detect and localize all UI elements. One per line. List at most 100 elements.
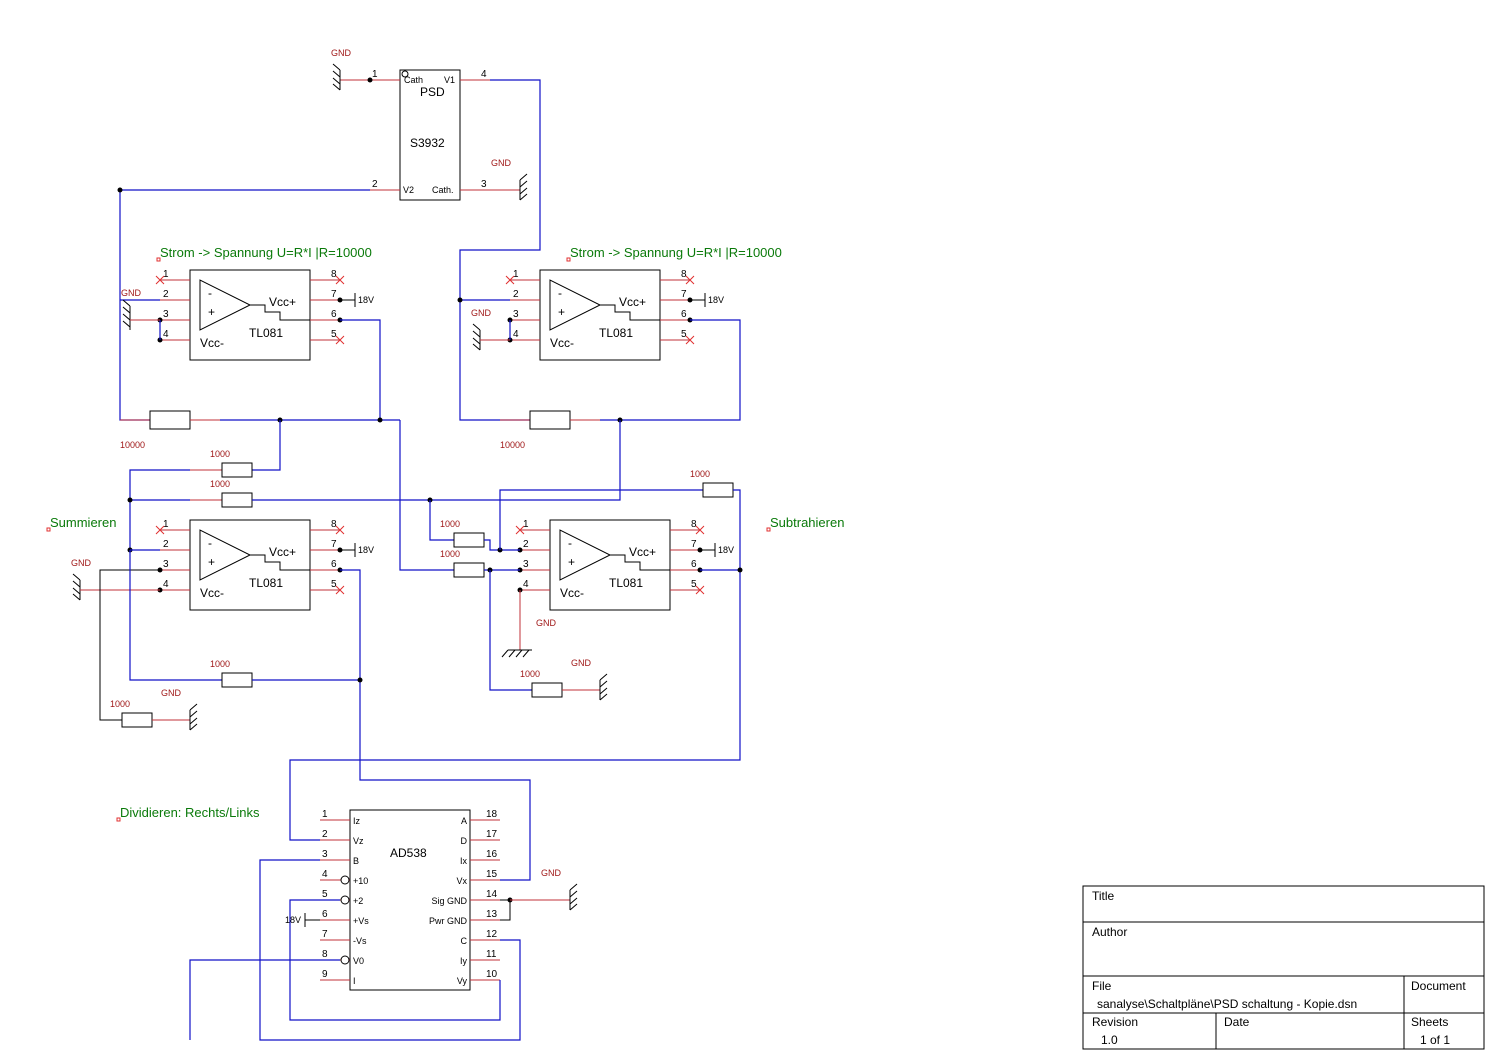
- resistor[interactable]: 1000: [440, 549, 485, 578]
- ad538-pin-name: Pwr GND: [429, 916, 468, 926]
- gnd-label: GND: [121, 288, 142, 298]
- svg-text:TL081: TL081: [609, 576, 643, 590]
- ad538-pin-name: Sig GND: [431, 896, 467, 906]
- resistor[interactable]: 1000: [190, 479, 253, 508]
- file-label: File: [1092, 979, 1112, 993]
- svg-text:5: 5: [331, 579, 337, 590]
- ad538-pin-bubble: [340, 875, 350, 885]
- svg-text:7: 7: [681, 289, 687, 300]
- svg-text:2: 2: [163, 539, 169, 550]
- svg-text:Vcc-: Vcc-: [550, 336, 574, 350]
- note-dividieren: Dividieren: Rechts/Links: [120, 805, 260, 820]
- date-label: Date: [1224, 1015, 1250, 1029]
- svg-text:4: 4: [163, 329, 169, 340]
- author-label: Author: [1092, 925, 1127, 939]
- note-summieren: Summieren: [50, 515, 116, 530]
- svg-text:1000: 1000: [210, 479, 230, 489]
- svg-text:Vcc+: Vcc+: [269, 295, 296, 309]
- svg-text:1000: 1000: [440, 519, 460, 529]
- revision-label: Revision: [1092, 1015, 1138, 1029]
- gnd-label: GND: [491, 158, 512, 168]
- svg-text:TL081: TL081: [249, 326, 283, 340]
- ad538-pin-number: 14: [486, 889, 498, 900]
- svg-text:6: 6: [331, 559, 337, 570]
- resistor[interactable]: 1000: [520, 669, 600, 698]
- svg-text:18V: 18V: [358, 295, 374, 305]
- svg-text:Vcc-: Vcc-: [200, 586, 224, 600]
- svg-text:1000: 1000: [210, 449, 230, 459]
- ad538-pin-number: 8: [322, 949, 328, 960]
- ad538-pin-number: 9: [322, 969, 328, 980]
- svg-text:3: 3: [163, 559, 169, 570]
- gnd-symbol: GND: [541, 868, 578, 911]
- resistor[interactable]: 10000: [120, 410, 220, 450]
- svg-text:Vcc-: Vcc-: [200, 336, 224, 350]
- file-value: sanalyse\Schaltpläne\PSD schaltung - Kop…: [1097, 997, 1357, 1011]
- gnd-label: GND: [161, 688, 182, 698]
- svg-text:Vcc+: Vcc+: [619, 295, 646, 309]
- sheets-label: Sheets: [1411, 1015, 1448, 1029]
- ad538-pins: 1Iz2Vz3B4+105+26+Vs7-Vs8V09I18A17D16Ix15…: [320, 809, 500, 986]
- resistor[interactable]: 10000: [500, 410, 600, 450]
- svg-text:4: 4: [513, 329, 519, 340]
- gnd-symbol: GND: [71, 558, 160, 601]
- gnd-symbol: GND: [571, 658, 608, 701]
- psd-pin3-num: 3: [481, 179, 487, 190]
- svg-text:TL081: TL081: [249, 576, 283, 590]
- resistor[interactable]: 1000: [690, 469, 734, 498]
- ad538-component[interactable]: AD538 1Iz2Vz3B4+105+26+Vs7-Vs8V09I18A17D…: [320, 809, 500, 991]
- resistor[interactable]: 1000: [440, 519, 485, 548]
- resistor[interactable]: 1000: [190, 449, 253, 478]
- gnd-label: GND: [541, 868, 562, 878]
- resistor[interactable]: 1000: [210, 659, 253, 688]
- svg-text:1000: 1000: [440, 549, 460, 559]
- psd-pin1-num: 1: [372, 69, 378, 80]
- opamp-u3[interactable]: - + Vcc+ TL081 Vcc- 1 2 3 4 8 7 6 5 18V: [127, 519, 375, 611]
- opamp-u4[interactable]: - + Vcc+ TL081 Vcc- 1 2 3 4 8 7 6 5 18V: [515, 519, 734, 611]
- ad538-pin-name: +Vs: [353, 916, 369, 926]
- svg-text:1: 1: [163, 269, 169, 280]
- svg-text:-: -: [208, 536, 212, 550]
- gnd-label: GND: [471, 308, 492, 318]
- title-block: Title Author File sanalyse\Schaltpläne\P…: [1082, 885, 1485, 1050]
- resistor[interactable]: 1000: [110, 699, 190, 728]
- revision-value: 1.0: [1101, 1033, 1118, 1047]
- ad538-pin-number: 16: [486, 849, 498, 860]
- psd-pin-cath1-label: Cath: [404, 75, 423, 85]
- title-label: Title: [1092, 889, 1115, 903]
- gnd-symbol: GND: [491, 158, 528, 201]
- psd-component[interactable]: Cath V1 PSD S3932 V2 Cath. 1 4 2 3: [340, 69, 520, 201]
- psd-pin2-num: 2: [372, 179, 378, 190]
- ad538-pin-name: Iz: [353, 816, 361, 826]
- ad538-pin-name: Vz: [353, 836, 364, 846]
- svg-text:5: 5: [331, 329, 337, 340]
- opamp-u1[interactable]: - + Vcc+ TL081 Vcc- 1 2 3 4 8 7 6 5 18V: [155, 269, 374, 361]
- ad538-pin-name: B: [353, 856, 359, 866]
- sheets-value: 1 of 1: [1420, 1033, 1450, 1047]
- gnd-label: GND: [331, 48, 352, 58]
- note-strom-left: Strom -> Spannung U=R*I |R=10000: [160, 245, 372, 260]
- svg-text:8: 8: [331, 519, 337, 530]
- psd-pin4-num: 4: [481, 69, 487, 80]
- svg-text:Vcc-: Vcc-: [560, 586, 584, 600]
- ad538-pin-name: Vx: [456, 876, 467, 886]
- svg-text:1: 1: [513, 269, 519, 280]
- svg-text:-: -: [208, 286, 212, 300]
- svg-text:18V: 18V: [285, 915, 301, 925]
- ad538-pin-name: Vy: [457, 976, 468, 986]
- ad538-pin-name: -Vs: [353, 936, 367, 946]
- psd-pin-v2-label: V2: [403, 185, 414, 195]
- ad538-pin-bubble: [340, 955, 350, 965]
- ad538-pin-name: D: [461, 836, 468, 846]
- svg-text:Vcc+: Vcc+: [629, 545, 656, 559]
- ad538-pin-number: 3: [322, 849, 328, 860]
- ad538-pin-number: 4: [322, 869, 328, 880]
- ad538-pin-name: A: [461, 816, 467, 826]
- svg-text:4: 4: [523, 579, 529, 590]
- svg-text:3: 3: [513, 309, 519, 320]
- svg-text:6: 6: [681, 309, 687, 320]
- svg-text:2: 2: [523, 539, 529, 550]
- ad538-pin-number: 11: [486, 949, 497, 960]
- svg-text:10000: 10000: [500, 440, 525, 450]
- opamp-u2[interactable]: - + Vcc+ TL081 Vcc- 1 2 3 4 8 7 6 5 18V: [505, 269, 724, 361]
